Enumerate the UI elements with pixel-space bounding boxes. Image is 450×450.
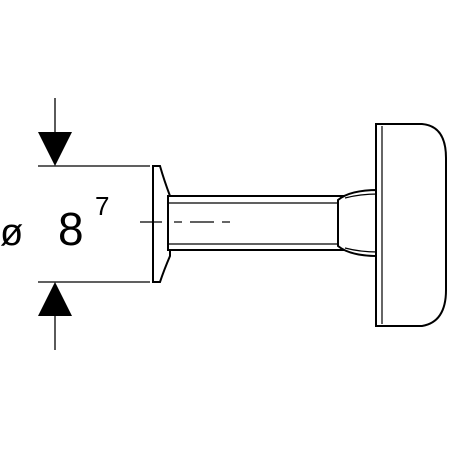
dimension-extension-lines (38, 165, 150, 283)
dimension-arrow-bottom (38, 282, 72, 350)
dimension-superscript: 7 (95, 191, 109, 221)
collar (337, 188, 379, 258)
dimension-value: 8 (58, 203, 84, 255)
diameter-symbol: ø (0, 212, 23, 254)
wall-flange (152, 165, 171, 283)
end-cap (375, 123, 447, 327)
dimension-arrow-top (38, 98, 72, 166)
